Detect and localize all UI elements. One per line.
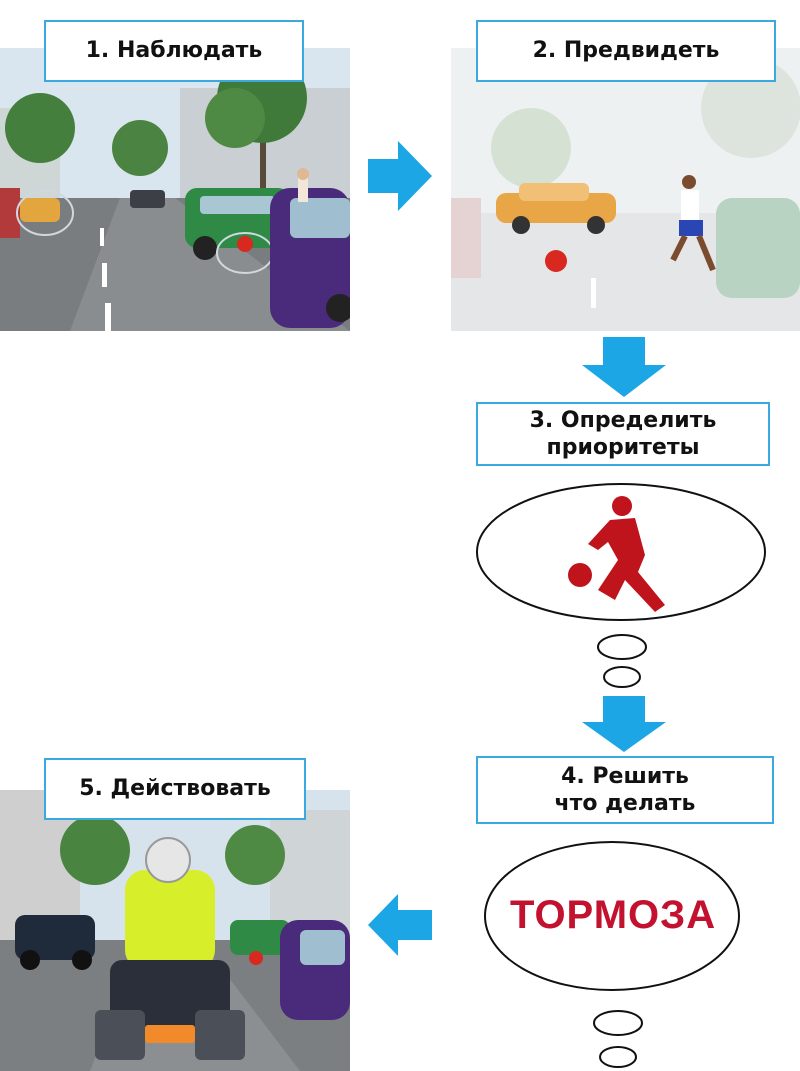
arrow-down-icon (582, 696, 666, 752)
running-figure-icon (588, 496, 665, 612)
scene-observe (0, 48, 350, 331)
scene-anticipate (451, 48, 800, 331)
arrow-left-icon (368, 894, 432, 956)
street-scene-observe (0, 48, 350, 331)
priority-thought-bubble (476, 483, 766, 688)
step-3-label-box: 3. Определить приоритеты (476, 402, 770, 466)
ball-icon (568, 563, 592, 587)
street-scene-anticipate (451, 48, 800, 331)
scene-act (0, 790, 350, 1071)
street-scene-act (0, 790, 350, 1071)
step-4-label-line1: 4. Решить (561, 763, 689, 789)
step-1-label-box: 1. Наблюдать (44, 20, 304, 82)
step-2-label: 2. Предвидеть (532, 38, 720, 64)
step-4-label-line2: что делать (554, 791, 696, 816)
step-5-label: 5. Действовать (79, 776, 271, 802)
arrow-down-icon (582, 337, 666, 397)
step-5-label-box: 5. Действовать (44, 758, 306, 820)
step-2-label-box: 2. Предвидеть (476, 20, 776, 82)
step-3-label-line2: приоритеты (546, 435, 700, 460)
decision-thought-bubble (484, 841, 740, 1068)
arrow-right-icon (368, 141, 432, 211)
step-1-label: 1. Наблюдать (85, 38, 263, 64)
motorcyclist-icon (95, 837, 245, 1060)
brake-decision-text: ТОРМОЗА (510, 893, 717, 937)
step-3-label-line1: 3. Определить (529, 407, 717, 433)
step-4-label-box: 4. Решить что делать (476, 756, 774, 824)
